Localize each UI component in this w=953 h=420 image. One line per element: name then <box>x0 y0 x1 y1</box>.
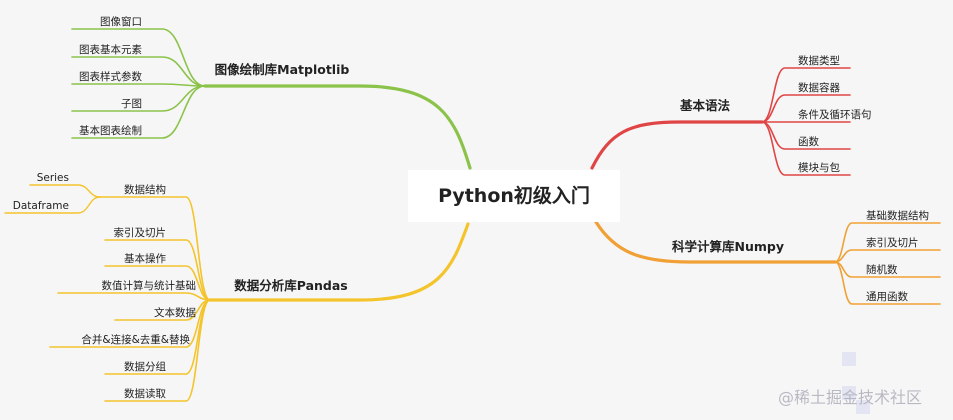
leaf-label: 子图 <box>121 98 142 110</box>
leaf-label: 图表样式参数 <box>79 70 142 83</box>
leaf-label: 随机数 <box>866 263 898 276</box>
trunk-link-matplotlib <box>203 84 472 170</box>
watermark-block <box>842 352 856 366</box>
leaf-label: Series <box>37 172 69 184</box>
leaf-label: 条件及循环语句 <box>798 108 872 121</box>
leaf-label: 图表基本元素 <box>79 43 142 56</box>
root-node-box <box>408 170 620 222</box>
child-link-pandas <box>99 196 211 301</box>
leaf-label: 数据结构 <box>124 183 166 196</box>
child-link-pandas <box>104 239 211 301</box>
leaf-label: 通用函数 <box>866 290 908 303</box>
child-link-matplotlib <box>71 85 206 139</box>
child-link-basic-syntax <box>761 94 851 123</box>
child-link-pandas <box>104 299 211 402</box>
trunk-link-basic-syntax <box>590 120 764 170</box>
grandchild-link-pandas <box>4 196 101 214</box>
root-node-label: Python初级入门 <box>438 184 590 207</box>
watermark-label: @稀土掘金技术社区 <box>778 388 922 407</box>
leaf-label: 基础数据结构 <box>866 209 929 222</box>
child-link-numpy <box>834 261 941 305</box>
child-link-basic-syntax <box>761 121 851 176</box>
leaf-label: 基本操作 <box>124 252 166 265</box>
child-link-numpy <box>834 249 941 263</box>
child-link-matplotlib <box>71 28 206 87</box>
leaf-label: 图像窗口 <box>100 15 142 28</box>
child-link-numpy <box>834 222 941 263</box>
leaf-label: 模块与包 <box>798 161 840 174</box>
branch-label-matplotlib: 图像绘制库Matplotlib <box>215 62 350 77</box>
child-link-matplotlib <box>71 85 206 112</box>
trunk-link-numpy <box>594 220 837 264</box>
child-link-pandas <box>104 265 211 301</box>
child-link-pandas <box>57 292 211 301</box>
trunk-link-pandas <box>208 222 470 302</box>
child-link-matplotlib <box>71 83 206 87</box>
mindmap-links <box>4 28 941 402</box>
leaf-label: 数据分组 <box>124 360 166 373</box>
leaf-label: Dataframe <box>13 200 69 212</box>
leaf-label: 索引及切片 <box>114 226 167 239</box>
leaf-label: 数值计算与统计基础 <box>102 279 197 292</box>
grandchild-link-pandas <box>29 184 101 198</box>
leaf-label: 数据读取 <box>124 387 166 400</box>
leaf-label: 基本图表绘制 <box>79 124 142 137</box>
leaf-label: 合并&连接&去重&替换 <box>81 333 190 346</box>
leaf-label: 索引及切片 <box>866 236 919 249</box>
watermark-block <box>842 386 856 400</box>
leaf-label: 文本数据 <box>154 306 196 319</box>
watermark-block <box>856 400 870 414</box>
branch-label-numpy: 科学计算库Numpy <box>672 239 784 254</box>
leaf-label: 数据容器 <box>798 81 840 94</box>
child-link-matplotlib <box>71 56 206 87</box>
branch-label-pandas: 数据分析库Pandas <box>233 278 347 293</box>
branch-label-basic-syntax: 基本语法 <box>679 98 731 113</box>
leaf-label: 函数 <box>798 135 819 148</box>
leaf-label: 数据类型 <box>798 54 840 67</box>
